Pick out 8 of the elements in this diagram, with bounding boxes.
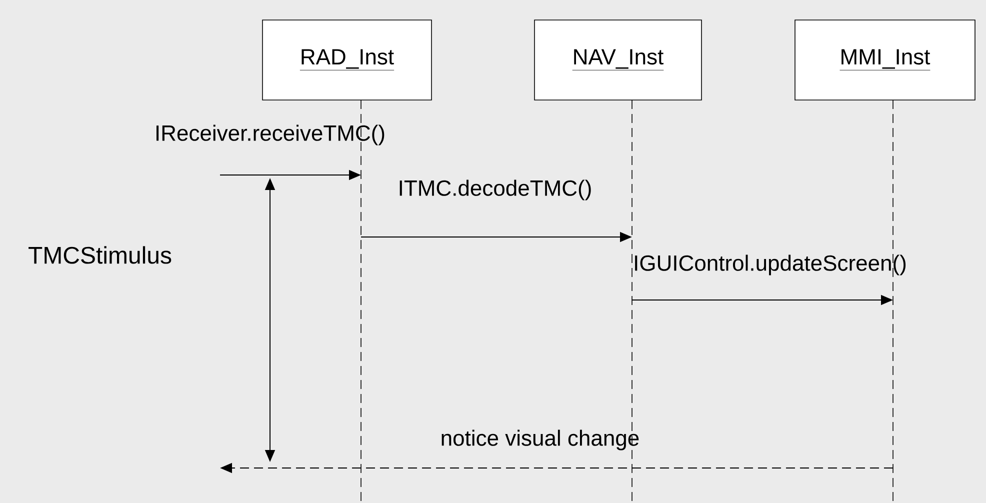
- instance-box: MMI_Inst: [794, 20, 976, 100]
- message-label: notice visual change: [442, 430, 639, 450]
- message-label: IReceiver.receiveTMC(): [156, 124, 384, 146]
- message-label: ITMC.decodeTMC(): [400, 180, 591, 200]
- instance-box: NAV_Inst: [534, 20, 702, 100]
- constraint-label: TMCStimulus: [28, 246, 172, 264]
- instance-box: RAD_Inst: [262, 20, 432, 100]
- message-label: IGUIControl.updateScreen(): [635, 254, 906, 276]
